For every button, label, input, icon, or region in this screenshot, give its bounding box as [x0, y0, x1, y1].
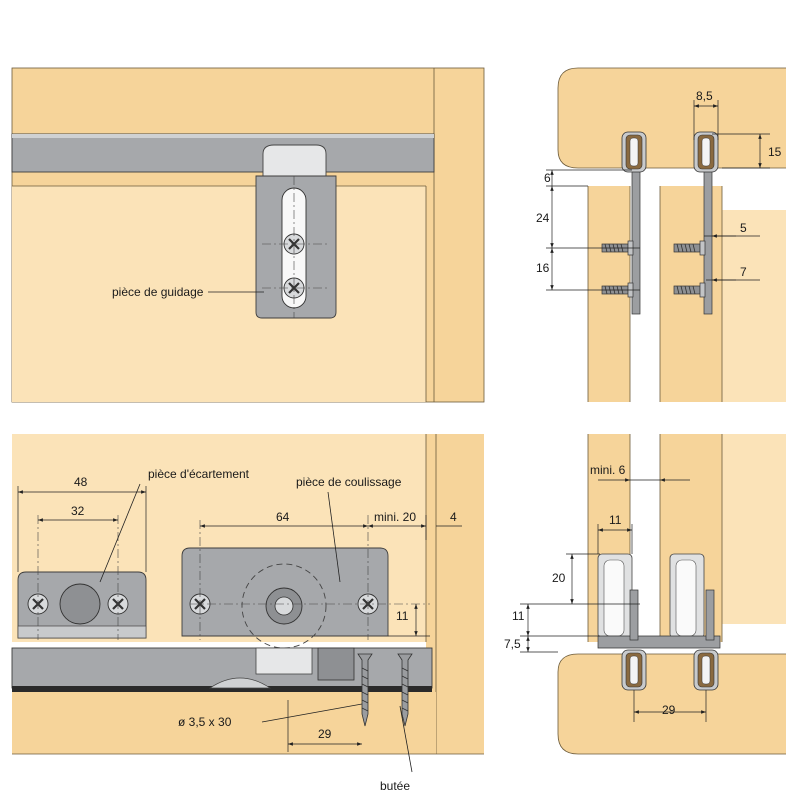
dim-8-5: 8,5: [696, 89, 713, 103]
dim-4: 4: [450, 510, 457, 524]
bottom-left-view: 48 32 64 mini. 20 4 11 29 pièce d'écarte…: [11, 434, 484, 793]
dim-6: 6: [544, 171, 551, 185]
spacer-piece-label: pièce d'écartement: [148, 467, 250, 481]
bottom-right-section: mini. 6 11 20 11 7,5 29: [504, 434, 786, 755]
dim-16: 16: [536, 261, 550, 275]
door-panel: [12, 186, 426, 402]
dim-7-5: 7,5: [504, 637, 521, 651]
bottom-board: [558, 654, 786, 754]
guide-piece-label: pièce de guidage: [112, 285, 204, 299]
dim-48: 48: [74, 475, 88, 489]
dim-32: 32: [71, 504, 85, 518]
dim-mini20: mini. 20: [374, 510, 416, 524]
dim-11-top: 11: [609, 513, 622, 527]
dim-mini6: mini. 6: [590, 463, 626, 477]
dim-11-front: 11: [396, 609, 409, 623]
sliding-bodies: [597, 553, 721, 649]
dim-20: 20: [552, 571, 566, 585]
dim-64: 64: [276, 510, 290, 524]
screws: [357, 653, 413, 727]
dim-29-side: 29: [662, 703, 676, 717]
guide-piece: [255, 144, 337, 319]
spacer-piece: [17, 515, 147, 640]
top-board: [558, 68, 786, 168]
sliding-piece: [181, 515, 430, 681]
dim-11-side: 11: [512, 609, 525, 623]
dim-5: 5: [740, 221, 747, 235]
dim-29-front: 29: [318, 727, 332, 741]
top-rail: [11, 133, 435, 173]
dim-7: 7: [740, 265, 747, 279]
top-left-view: pièce de guidage: [11, 67, 485, 403]
dim-24: 24: [536, 211, 550, 225]
screw-label: ø 3,5 x 30: [178, 715, 232, 729]
top-right-section: 8,5 15 6 24 16 5 7: [536, 67, 786, 402]
stop-label: butée: [380, 779, 410, 793]
dim-15: 15: [768, 145, 782, 159]
sliding-piece-label: pièce de coulissage: [296, 475, 402, 489]
